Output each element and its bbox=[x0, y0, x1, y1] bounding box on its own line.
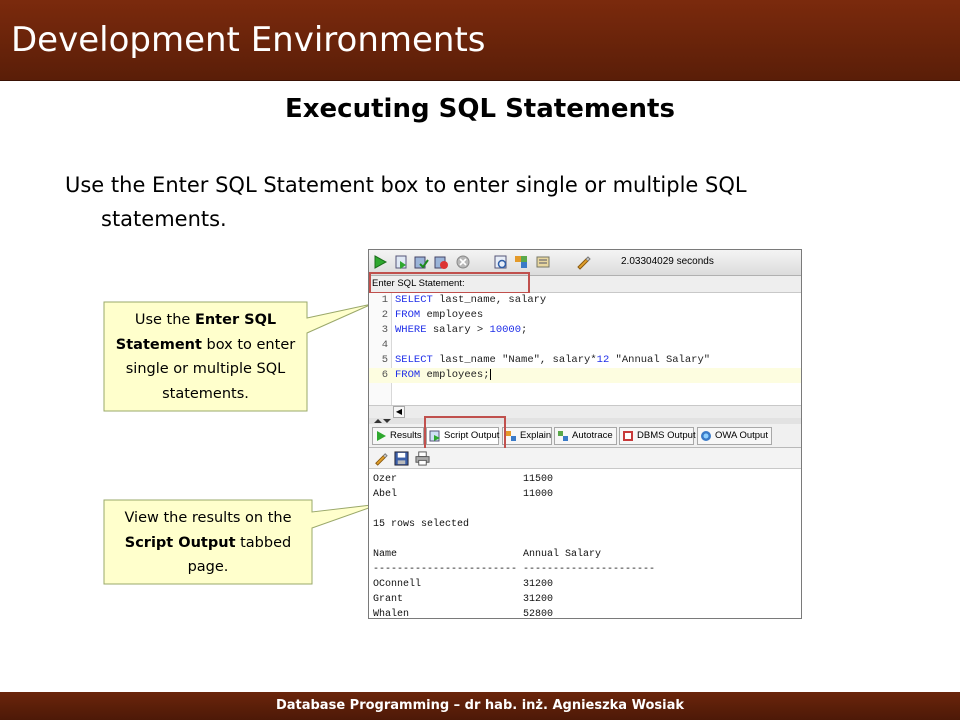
output-line: ------------------------ ---------------… bbox=[373, 564, 656, 575]
dbms-output-icon bbox=[623, 431, 633, 441]
output-line: Ozer 11500 bbox=[373, 474, 554, 485]
sql-developer-window: 2.03304029 seconds Enter SQL Statement: … bbox=[368, 249, 802, 619]
output-toolbar bbox=[369, 448, 801, 469]
tab-owa-output[interactable]: OWA Output bbox=[697, 427, 772, 445]
slide-title: Executing SQL Statements bbox=[285, 94, 675, 124]
explain-icon bbox=[506, 431, 516, 441]
elapsed-time: 2.03304029 seconds bbox=[621, 256, 714, 267]
output-tabs: Results Script Output Explain Autotrace … bbox=[369, 424, 801, 448]
output-line: Grant 31200 bbox=[373, 594, 554, 605]
slide-header-title: Development Environments bbox=[11, 20, 486, 60]
commit-icon[interactable] bbox=[413, 254, 429, 270]
sql-history-icon[interactable] bbox=[535, 254, 551, 270]
rollback-icon[interactable] bbox=[433, 254, 449, 270]
tab-results[interactable]: Results bbox=[372, 427, 424, 445]
save-icon[interactable] bbox=[394, 451, 409, 466]
splitter[interactable] bbox=[369, 418, 801, 424]
enter-sql-highlight bbox=[369, 272, 530, 294]
bullet-point: Use the Enter SQL Statement box to enter… bbox=[65, 168, 865, 236]
worksheet-toolbar: 2.03304029 seconds bbox=[369, 250, 801, 276]
editor-horizontal-scrollbar[interactable]: ◀ bbox=[369, 405, 801, 418]
script-output-panel[interactable]: Ozer 11500 Abel 11000 15 rows selected N… bbox=[369, 469, 801, 618]
callout-enter-sql: Use the Enter SQL Statement box to enter… bbox=[115, 312, 296, 402]
slide-header: Development Environments bbox=[0, 0, 960, 81]
splitter-arrows-icon[interactable] bbox=[373, 418, 391, 424]
slide-footer: Database Programming – dr hab. inż. Agni… bbox=[0, 692, 960, 720]
output-line: 15 rows selected bbox=[373, 519, 470, 530]
output-line: Whalen 52800 bbox=[373, 609, 554, 619]
bullet-text: Use the Enter SQL Statement box to enter… bbox=[65, 173, 747, 231]
clear-icon[interactable] bbox=[575, 254, 591, 270]
enter-sql-label: Enter SQL Statement: bbox=[372, 278, 465, 289]
text-caret bbox=[489, 368, 491, 380]
footer-text: Database Programming – dr hab. inż. Agni… bbox=[275, 698, 685, 713]
run-statement-icon[interactable] bbox=[372, 254, 388, 270]
autotrace-icon bbox=[558, 431, 568, 441]
tab-autotrace[interactable]: Autotrace bbox=[554, 427, 617, 445]
clear-output-icon[interactable] bbox=[373, 451, 388, 466]
script-output-highlight bbox=[424, 416, 506, 452]
tab-script-output[interactable]: Script Output bbox=[426, 427, 499, 445]
run-script-icon[interactable] bbox=[393, 254, 409, 270]
output-line: OConnell 31200 bbox=[373, 579, 554, 590]
output-line: Abel 11000 bbox=[373, 489, 554, 500]
autotrace-icon[interactable] bbox=[513, 254, 529, 270]
enter-sql-label-row: Enter SQL Statement: bbox=[369, 276, 801, 293]
callout-view-results: View the results on the Script Output ta… bbox=[124, 510, 292, 575]
execute-explain-icon[interactable] bbox=[493, 254, 509, 270]
owa-output-icon bbox=[701, 431, 711, 441]
cancel-icon[interactable] bbox=[455, 254, 471, 270]
script-output-icon bbox=[429, 430, 440, 442]
output-line: Name Annual Salary bbox=[373, 549, 602, 560]
results-icon bbox=[377, 431, 386, 441]
tab-explain[interactable]: Explain bbox=[502, 427, 552, 445]
code-line: 4 bbox=[381, 339, 388, 351]
tab-dbms-output[interactable]: DBMS Output bbox=[619, 427, 696, 445]
print-icon[interactable] bbox=[415, 451, 430, 466]
scroll-left-arrow-icon[interactable]: ◀ bbox=[393, 406, 405, 418]
